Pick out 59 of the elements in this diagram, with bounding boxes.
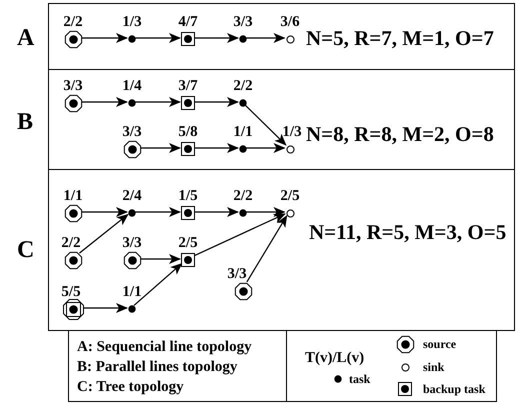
arrow <box>244 104 287 146</box>
node-label: 3/3 <box>227 267 247 282</box>
topology-key: C: Tree topology <box>77 380 184 395</box>
arrow <box>135 97 181 107</box>
arrow <box>140 143 181 153</box>
arrow <box>135 33 181 43</box>
panel-stats: N=11, R=5, M=3, O=5 <box>309 222 506 243</box>
node-label: 1/1 <box>233 125 253 140</box>
arrow <box>82 207 128 217</box>
arrow <box>82 33 128 43</box>
arrow <box>194 33 239 43</box>
node-label: 4/7 <box>178 15 198 30</box>
node-label: 1/5 <box>178 189 198 204</box>
arrow <box>140 254 181 264</box>
arrow <box>246 143 286 153</box>
node-label: 2/2 <box>63 15 83 30</box>
node-label: 3/3 <box>63 79 83 94</box>
panel-stats: N=5, R=7, M=1, O=7 <box>306 28 494 49</box>
node-label: 5/8 <box>178 125 198 140</box>
panel-letter: B <box>17 110 34 134</box>
arrow <box>194 207 239 217</box>
panel-letter: C <box>17 238 34 262</box>
node-label: 3/7 <box>178 79 198 94</box>
arrow <box>194 143 239 153</box>
node-label: 3/6 <box>280 15 300 30</box>
topology-key: A: Sequencial line topology <box>77 340 252 355</box>
node-label: 1/1 <box>122 285 142 300</box>
node-label: 3/3 <box>122 236 142 251</box>
arrow <box>193 213 286 257</box>
legend-label: backup task <box>423 383 486 395</box>
node-label: 1/1 <box>63 189 83 204</box>
node-label: 1/4 <box>122 79 142 94</box>
node-label: 5/5 <box>61 285 81 300</box>
arrow <box>135 207 181 217</box>
node-label: 2/2 <box>61 236 81 251</box>
arrow <box>194 97 239 107</box>
node-label: 2/5 <box>280 189 300 204</box>
topology-key: B: Parallel lines topology <box>77 360 238 375</box>
arrow <box>246 207 286 217</box>
panel-letter: A <box>17 26 34 50</box>
legend-heading: T(v)/L(v) <box>305 351 364 366</box>
node-label: 2/4 <box>122 189 142 204</box>
legend-label: sink <box>423 361 444 373</box>
node-label: 1/3 <box>282 125 302 140</box>
panel-stats: N=8, R=8, M=2, O=8 <box>306 124 494 145</box>
legend-label: source <box>423 338 456 350</box>
arrow <box>246 33 286 43</box>
arrow <box>134 262 182 306</box>
arrow <box>246 215 288 282</box>
arrow <box>82 97 128 107</box>
node-label: 2/5 <box>178 236 198 251</box>
node-label: 2/2 <box>233 79 253 94</box>
arrow <box>79 214 129 254</box>
node-label: 1/3 <box>122 15 142 30</box>
node-label: 3/3 <box>122 125 142 140</box>
node-label: 3/3 <box>233 15 253 30</box>
node-label: 2/2 <box>233 189 253 204</box>
arrow <box>84 303 128 313</box>
legend-label: task <box>349 373 370 385</box>
